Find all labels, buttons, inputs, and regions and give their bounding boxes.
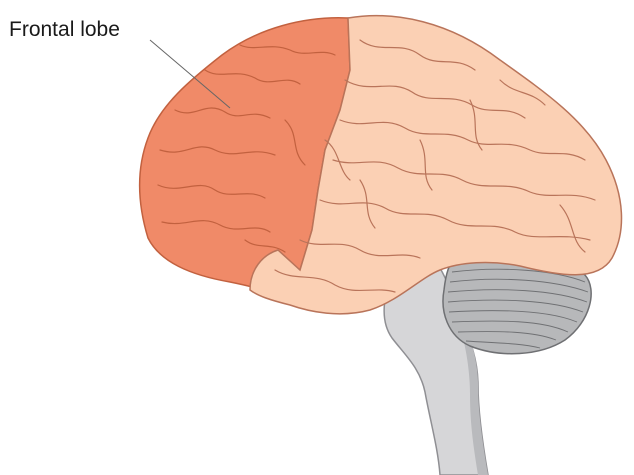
cortex-gyri bbox=[274, 39, 596, 293]
frontal-lobe-label: Frontal lobe bbox=[9, 18, 120, 41]
cerebral-cortex bbox=[249, 14, 623, 315]
frontal-gyri bbox=[157, 44, 336, 253]
cerebellum-folia bbox=[447, 268, 589, 349]
brainstem-shade bbox=[452, 300, 488, 475]
label-leader-line bbox=[149, 39, 231, 109]
